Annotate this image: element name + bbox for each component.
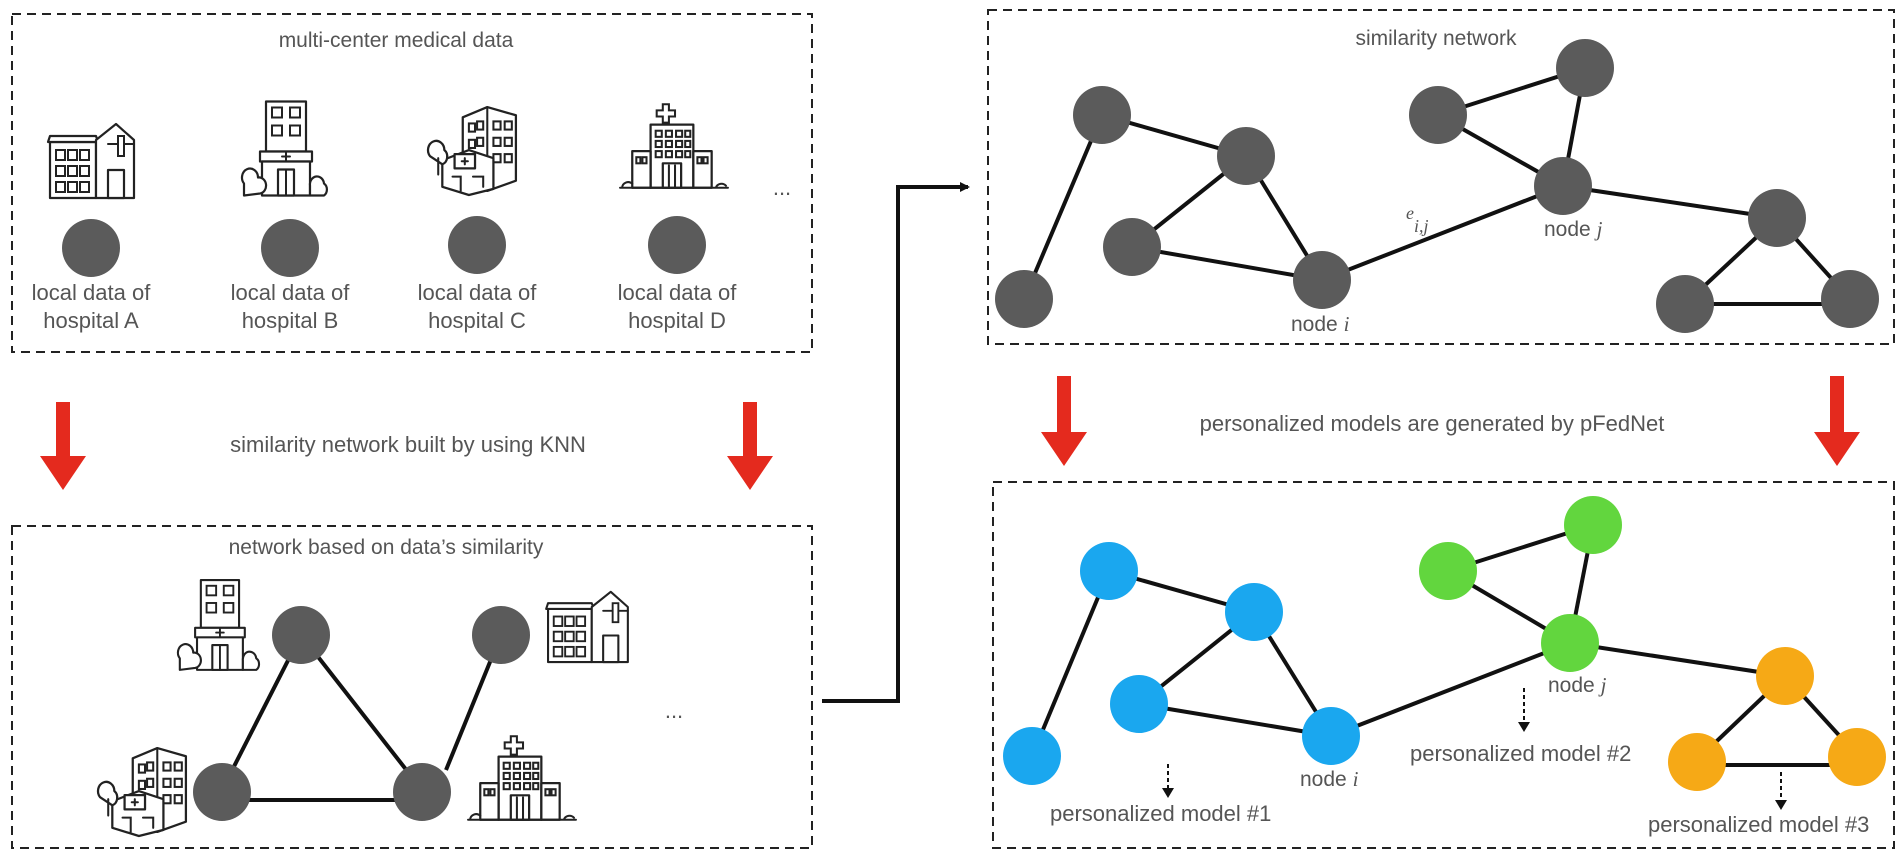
- model1-node: [1003, 727, 1061, 785]
- hospital-clinic-icon: [46, 122, 136, 200]
- panel-a-ellipsis: ...: [773, 175, 791, 200]
- node-i-prefix-c: node: [1291, 313, 1344, 336]
- model1-node: [1225, 583, 1283, 641]
- node-i-label-d: node i: [1300, 767, 1359, 791]
- hospital-cross-building-icon: [466, 735, 578, 821]
- hospital-c-node: [448, 216, 506, 274]
- edge-b-top-right: [299, 633, 424, 792]
- panel-c-nodes: [995, 39, 1879, 333]
- panel-b-title: network based on data’s similarity: [229, 536, 544, 559]
- panel-b-ellipsis: ...: [665, 698, 683, 723]
- panel-a-title: multi-center medical data: [279, 29, 514, 52]
- model2-node: [1564, 496, 1622, 554]
- hospital-a-label-line1: local data of: [32, 280, 152, 305]
- node-i-var-c: i: [1344, 312, 1350, 336]
- hospital-b-node-b: [272, 606, 330, 664]
- hospital-b-node: [261, 219, 319, 277]
- model1-node: [1080, 542, 1138, 600]
- hospital-block-icon: [96, 746, 188, 838]
- red-down-arrow-left-1: [40, 402, 86, 490]
- personalized-model-3-label: personalized model #3: [1648, 812, 1869, 837]
- hospital-c-label-line1: local data of: [418, 280, 538, 305]
- edge-label-subscript: i,j: [1414, 216, 1429, 236]
- model1-node: [1110, 675, 1168, 733]
- panel-c-border: [987, 9, 1895, 345]
- red-down-arrow-right-1: [1041, 376, 1087, 466]
- hospital-block-icon: [426, 105, 518, 197]
- hospital-d-label-line2: hospital D: [628, 308, 726, 333]
- node-j-prefix-c: node: [1544, 218, 1597, 241]
- node-j-label-c: node j: [1544, 217, 1603, 241]
- panel-similarity-network: similarity network: [987, 9, 1895, 345]
- panel-similarity-network-hospitals: network based on data’s similarity ...: [11, 525, 813, 849]
- hospital-b-label-line2: hospital B: [242, 308, 339, 333]
- model2-pointer-head: [1518, 722, 1530, 732]
- node-j-var-d: j: [1598, 673, 1607, 697]
- model3-node: [1828, 728, 1886, 786]
- node-i-label-c: node i: [1291, 312, 1350, 336]
- node-i-prefix-d: node: [1300, 768, 1353, 791]
- model1-pointer-head: [1162, 788, 1174, 798]
- panel-b-border: [11, 525, 813, 849]
- panel-personalized-models: node i node j personalized model #1 pers…: [992, 481, 1895, 849]
- hospital-d-label-line1: local data of: [618, 280, 738, 305]
- panel-a-border: [11, 13, 813, 353]
- node-i-var-d: i: [1353, 767, 1359, 791]
- hospital-d-node-b: [393, 763, 451, 821]
- panel-multi-center-data: multi-center medical data ... local data…: [11, 13, 813, 353]
- connector-arrow: [822, 182, 970, 703]
- edge-label-e: e: [1406, 203, 1414, 223]
- hospital-c-label-line2: hospital C: [428, 308, 526, 333]
- node-j-var-c: j: [1594, 217, 1603, 241]
- transition-pfednet: personalized models are generated by pFe…: [1041, 376, 1860, 466]
- model3-node: [1668, 733, 1726, 791]
- panel-d-border: [992, 481, 1895, 849]
- pfednet-caption: personalized models are generated by pFe…: [1200, 411, 1665, 436]
- red-down-arrow-right-2: [1814, 376, 1860, 466]
- hospital-cross-building-icon: [618, 103, 730, 189]
- model2-node-j: [1541, 614, 1599, 672]
- transition-knn: similarity network built by using KNN: [40, 402, 773, 490]
- hospital-c-node-b: [193, 763, 251, 821]
- hospital-tower-trees-icon: [240, 100, 329, 197]
- model1-node-i: [1302, 707, 1360, 765]
- node-j-prefix-d: node: [1548, 674, 1601, 697]
- hospital-a-label-line2: hospital A: [43, 308, 139, 333]
- red-down-arrow-left-2: [727, 402, 773, 490]
- hospital-clinic-icon: [545, 590, 629, 664]
- node-j-label-d: node j: [1548, 673, 1607, 697]
- personalized-model-2-label: personalized model #2: [1410, 741, 1631, 766]
- hospital-a-node: [62, 219, 120, 277]
- model3-pointer-head: [1775, 800, 1787, 810]
- model2-node: [1419, 542, 1477, 600]
- panel-c-title: similarity network: [1355, 27, 1517, 50]
- hospital-a-node-b: [472, 606, 530, 664]
- model3-node: [1756, 647, 1814, 705]
- panel-d-nodes: [1003, 496, 1886, 791]
- hospital-d-node: [648, 216, 706, 274]
- personalized-model-1-label: personalized model #1: [1050, 801, 1271, 826]
- knn-caption: similarity network built by using KNN: [230, 432, 586, 457]
- hospital-b-label-line1: local data of: [231, 280, 351, 305]
- hospital-tower-trees-icon: [176, 578, 261, 672]
